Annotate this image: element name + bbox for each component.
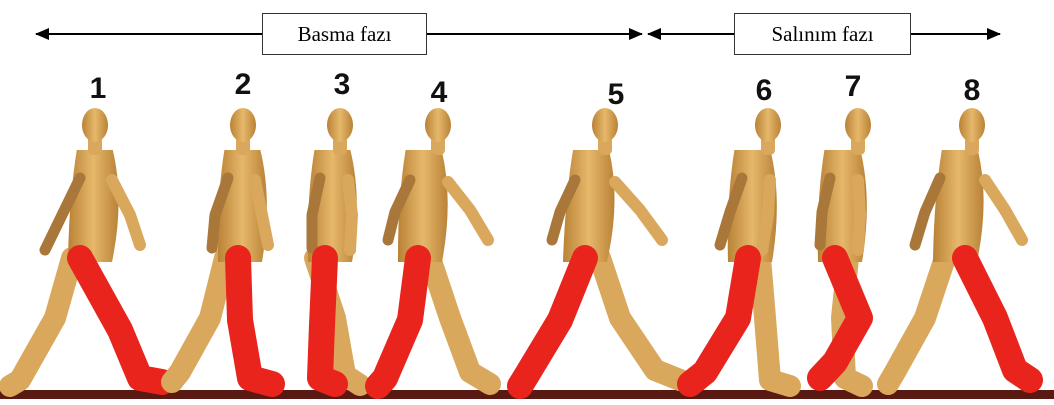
front-arm-4: [448, 182, 488, 240]
walking-figure-4: [378, 108, 490, 386]
torso-8: [933, 150, 984, 262]
skin-leg-1: [10, 258, 72, 386]
highlighted-leg-8: [965, 258, 1030, 380]
walking-figure-6: [690, 108, 790, 386]
head-3: [327, 108, 353, 142]
step-number-8: 8: [952, 74, 992, 108]
step-number-5: 5: [596, 78, 636, 112]
step-number-4: 4: [419, 76, 459, 110]
head-1: [82, 108, 108, 142]
walking-figure-8: [888, 108, 1030, 384]
torso-4: [398, 150, 448, 262]
highlighted-leg-4: [378, 258, 418, 386]
step-number-2: 2: [223, 68, 263, 102]
front-arm-8: [985, 180, 1022, 240]
step-number-3: 3: [322, 68, 362, 102]
walking-figure-2: [172, 108, 272, 384]
head-8: [959, 108, 985, 142]
head-4: [425, 108, 451, 142]
swing-phase-label: Salınım fazı: [734, 13, 911, 55]
front-arm-5: [615, 182, 662, 240]
head-6: [755, 108, 781, 142]
walking-figure-5: [520, 108, 680, 386]
step-number-7: 7: [833, 70, 873, 104]
skin-leg-6: [760, 258, 790, 386]
stance-phase-label: Basma fazı: [262, 13, 427, 55]
skin-leg-8: [888, 258, 945, 384]
highlighted-leg-1: [80, 258, 162, 382]
step-number-6: 6: [744, 74, 784, 108]
walking-figure-7: [818, 108, 871, 386]
torso-5: [563, 150, 615, 262]
walking-figure-1: [10, 108, 162, 386]
head-5: [592, 108, 618, 142]
head-7: [845, 108, 871, 142]
torso-1: [68, 150, 119, 262]
head-2: [230, 108, 256, 142]
front-arm-7: [858, 180, 860, 250]
skin-leg-2: [172, 258, 225, 382]
front-arm-3: [348, 180, 352, 250]
highlighted-leg-3: [320, 258, 335, 384]
step-number-1: 1: [78, 72, 118, 106]
highlighted-leg-5: [520, 258, 585, 386]
skin-leg-4: [430, 258, 490, 384]
walking-figure-3: [308, 108, 360, 385]
highlighted-leg-6: [690, 258, 748, 384]
highlighted-leg-2: [238, 258, 272, 384]
skin-leg-5: [600, 258, 680, 380]
